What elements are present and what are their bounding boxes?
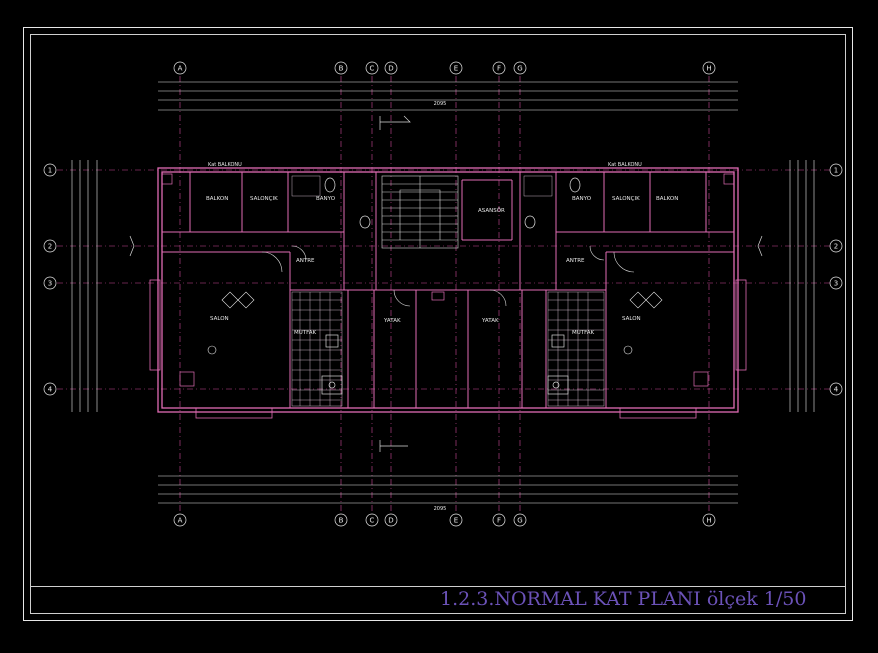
axis-bubble-label: D <box>388 65 393 73</box>
axis-bubble: 4 <box>829 382 843 396</box>
title-strip <box>30 586 846 614</box>
axis-bubble-label: 1 <box>834 167 838 175</box>
axis-bubble-label: B <box>339 65 344 73</box>
room-label: ASANSÖR <box>478 207 505 214</box>
axis-bubble: F <box>492 513 506 527</box>
room-label: SALONÇIK <box>250 196 278 202</box>
axis-bubble: H <box>702 513 716 527</box>
axis-bubble-label: F <box>497 65 501 73</box>
room-label: SALONÇIK <box>612 196 640 202</box>
axis-bubble: B <box>334 513 348 527</box>
dimension-lines-sides <box>71 160 815 412</box>
axis-bubble-label: 3 <box>834 280 838 288</box>
axis-bubble: C <box>365 513 379 527</box>
exterior-walls <box>157 167 739 413</box>
axis-grid <box>57 76 830 512</box>
room-label: BANYO <box>316 196 336 202</box>
room-label: YATAK <box>481 318 499 324</box>
axis-bubble-label: 2 <box>834 243 838 251</box>
interior-walls <box>162 172 734 408</box>
staircase <box>381 175 459 249</box>
axis-bubble: D <box>384 61 398 75</box>
bottom-total-dimension: 2095 <box>434 506 447 512</box>
room-label: MUTFAK <box>294 330 317 336</box>
room-label: SALON <box>210 316 229 322</box>
axis-bubble: H <box>702 61 716 75</box>
room-label: SALON <box>622 316 641 322</box>
axis-bubble-label: 4 <box>834 386 839 394</box>
axis-bubble: E <box>449 513 463 527</box>
room-label: BALKON <box>206 196 228 202</box>
axis-bubble: A <box>173 61 187 75</box>
room-label: ANTRE <box>296 258 315 264</box>
dimension-lines-top <box>158 81 738 504</box>
axis-bubble-label: F <box>497 517 501 525</box>
axis-bubble: 3 <box>829 276 843 290</box>
axis-bubbles: A A B B C C D D E E F F G G H H 1 1 2 2 3 3 4 4 <box>43 61 843 527</box>
door-swings <box>261 245 635 307</box>
axis-bubble-label: A <box>178 517 183 525</box>
section-markers <box>129 115 763 452</box>
room-label: MUTFAK <box>572 330 595 336</box>
axis-bubble: 4 <box>43 382 57 396</box>
axis-bubble-label: 2 <box>48 243 52 251</box>
axis-bubble: C <box>365 61 379 75</box>
axis-bubble-label: 3 <box>48 280 52 288</box>
bottom-windows <box>149 279 747 419</box>
axis-bubble-label: G <box>517 65 522 73</box>
drawing-title: 1.2.3.NORMAL KAT PLANI ölçek 1/50 <box>440 588 807 610</box>
fixtures <box>321 177 581 395</box>
axis-bubble-label: E <box>454 517 458 525</box>
room-label: YATAK <box>383 318 401 324</box>
top-balcony-label-right: Kat BALKONU <box>608 162 642 168</box>
top-balcony-label-left: Kat BALKONU <box>208 162 242 168</box>
salon-symbols <box>207 291 663 355</box>
top-total-dimension: 2095 <box>434 101 447 107</box>
inner-frame <box>30 34 846 614</box>
room-label: ANTRE <box>566 258 585 264</box>
room-label: BANYO <box>572 196 592 202</box>
room-label: BALKON <box>656 196 678 202</box>
room-labels: BALKON SALONÇIK BANYO ANTRE SALON MUTFAK YATAK… <box>206 196 678 336</box>
axis-bubble-label: E <box>454 65 458 73</box>
axis-bubble-label: 4 <box>48 386 53 394</box>
axis-bubble: B <box>334 61 348 75</box>
axis-bubble-label: B <box>339 517 344 525</box>
axis-bubble: F <box>492 61 506 75</box>
axis-bubble-label: C <box>370 65 375 73</box>
axis-bubble: A <box>173 513 187 527</box>
axis-bubble: 3 <box>43 276 57 290</box>
outer-frame <box>23 27 853 621</box>
axis-bubble-label: D <box>388 517 393 525</box>
tile-hatch <box>291 175 605 407</box>
axis-bubble: 1 <box>43 163 57 177</box>
axis-bubble-label: G <box>517 517 522 525</box>
axis-bubble: D <box>384 513 398 527</box>
axis-bubble-label: H <box>706 517 711 525</box>
columns <box>161 173 735 387</box>
axis-bubble: 2 <box>43 239 57 253</box>
axis-bubble-label: 1 <box>48 167 52 175</box>
axis-bubble-label: A <box>178 65 183 73</box>
axis-bubble: 1 <box>829 163 843 177</box>
axis-bubble: G <box>513 513 527 527</box>
axis-bubble-label: H <box>706 65 711 73</box>
axis-bubble-label: C <box>370 517 375 525</box>
axis-bubble: G <box>513 61 527 75</box>
axis-bubble: 2 <box>829 239 843 253</box>
axis-bubble: E <box>449 61 463 75</box>
